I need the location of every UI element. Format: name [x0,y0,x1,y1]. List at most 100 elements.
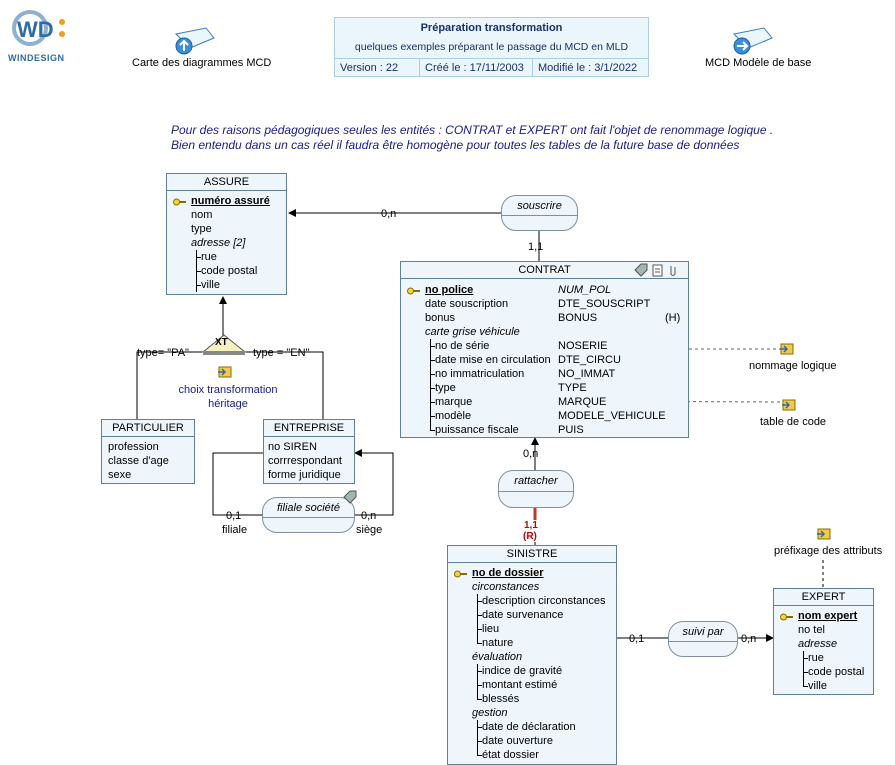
annotation-nommage: nommage logique [749,360,837,372]
primary-key: nom expert [798,610,858,622]
entity-expert[interactable]: EXPERT nom expert no tel adresse rue cod… [773,588,874,695]
entity-entreprise[interactable]: ENTREPRISE no SIREN corrrespondant forme… [263,419,355,484]
sub-attribute: type [435,382,456,394]
nav-left-label[interactable]: Carte des diagrammes MCD [132,57,272,69]
sub-attribute: date survenance [482,609,564,621]
sub-attribute: puissance fiscale [435,424,519,436]
attribute-group: circonstances [472,581,540,593]
created-label: Créé le : 17/11/2003 [425,62,524,74]
sub-attribute: description circonstances [482,595,606,607]
key-icon [173,198,186,206]
sub-attribute: date mise en circulation [435,354,551,366]
relation-rattacher[interactable]: rattacher [498,470,574,508]
line-xt-particulier [136,351,208,419]
sub-attribute: ville [201,279,220,291]
note-icon[interactable] [780,397,798,413]
modified-label: Modifié le : 3/1/2022 [538,62,638,74]
nav-left-link[interactable] [172,26,216,56]
sub-attribute: code postal [808,666,865,678]
inheritance-symbol: XT [215,337,228,348]
card-filiale-left: 0,1 [226,510,242,522]
key-icon [780,613,793,621]
note-icon[interactable] [778,341,796,357]
relation-filiale[interactable]: filiale société [262,497,355,533]
sub-attribute: no immatriculation [435,368,525,380]
inheritance-triangle[interactable] [201,334,247,356]
inheritance-left-label: type= "PA" [137,347,189,359]
attribute-group: carte grise véhicule [425,326,520,338]
windesign-logo: WD WINDESIGN [8,10,72,63]
attribute: profession [108,441,159,453]
primary-key: no de dossier [472,567,544,579]
annotation-table-code: table de code [760,416,827,428]
attribute-group: adresse [2] [191,237,246,249]
note-icon[interactable] [815,526,833,542]
attribute: classe d'age [108,455,169,467]
logo-text: WINDESIGN [8,53,65,63]
attribute: no tel [798,624,825,636]
role-filiale: filiale [222,524,248,536]
sub-attribute: indice de gravité [482,665,563,677]
attribute: forme juridique [268,469,341,481]
relation-souscrire[interactable]: souscrire [501,195,578,231]
card-rattacher-sinistre: 1,1 [524,520,538,531]
sub-attribute: rue [201,251,217,263]
inheritance-right-label: type = "EN" [253,347,310,359]
line-filiale-right [354,449,394,516]
key-icon [454,570,467,578]
sub-attribute: date ouverture [482,735,553,747]
line-filiale-left [212,452,263,516]
entity-sinistre[interactable]: SINISTRE no de dossier circonstances des… [447,545,617,765]
entity-contrat[interactable]: CONTRAT no police NUM_POL date souscript… [400,261,689,438]
note-icon[interactable] [216,364,234,380]
entity-assure[interactable]: ASSURE numéro assuré nom type adresse [2… [166,173,287,295]
relation-label: filiale société [277,502,340,514]
inheritance-comment-1: choix transformation [178,384,278,396]
relation-label: souscrire [517,200,562,212]
historized-flag: (H) [665,312,681,324]
logical-name: NO_IMMAT [558,368,616,380]
logical-name: TYPE [558,382,587,394]
attribute-group: évaluation [472,651,523,663]
entity-title: ENTREPRISE [264,420,354,437]
relation-suivi[interactable]: suivi par [668,621,738,657]
nav-right-link[interactable] [730,26,774,56]
logical-name: BONUS [558,312,598,324]
logical-name: NOSERIE [558,340,608,352]
role-siege: siège [356,524,383,536]
attribute: date souscription [425,298,509,310]
attribute: bonus [425,312,455,324]
sub-attribute: état dossier [482,749,539,761]
entity-title: CONTRAT [401,262,688,279]
inheritance-comment-2: héritage [208,398,248,410]
attribute: nom [191,209,213,221]
sub-attribute: ville [808,680,827,692]
card-suivi-expert: 0,n [741,633,757,645]
diagram-subtitle: quelques exemples préparant le passage d… [354,41,629,53]
entity-title: SINISTRE [448,546,616,563]
diagram-title: Préparation transformation [420,22,563,34]
attribute: corrrespondant [268,455,342,467]
note-line-2: Bien entendu dans un cas réel il faudra … [171,138,740,152]
logical-name: MODELE_VEHICULE [558,410,666,422]
logical-name: MARQUE [558,396,607,408]
card-souscrire-contrat: 1,1 [528,241,544,253]
nav-right-label[interactable]: MCD Modèle de base [705,57,812,69]
primary-key: no police [425,284,474,296]
card-souscrire-assure: 0,n [381,208,397,220]
sub-attribute: rue [808,652,824,664]
sub-attribute: blessés [482,693,520,705]
entity-particulier[interactable]: PARTICULIER profession classe d'age sexe [101,419,195,484]
logical-name: NUM_POL [558,284,612,296]
attribute: type [191,223,212,235]
card-rattacher-contrat: 0,n [523,448,539,460]
logical-name: PUIS [558,424,584,436]
logical-name: DTE_SOUSCRIPT [558,298,651,310]
card-rattacher-sinistre-r: (R) [523,531,537,542]
sub-attribute: nature [482,637,514,649]
relation-label: suivi par [682,626,724,638]
diagram-header: Préparation transformation quelques exem… [334,17,649,77]
card-filiale-right: 0,n [361,510,377,522]
relation-label: rattacher [514,475,558,487]
